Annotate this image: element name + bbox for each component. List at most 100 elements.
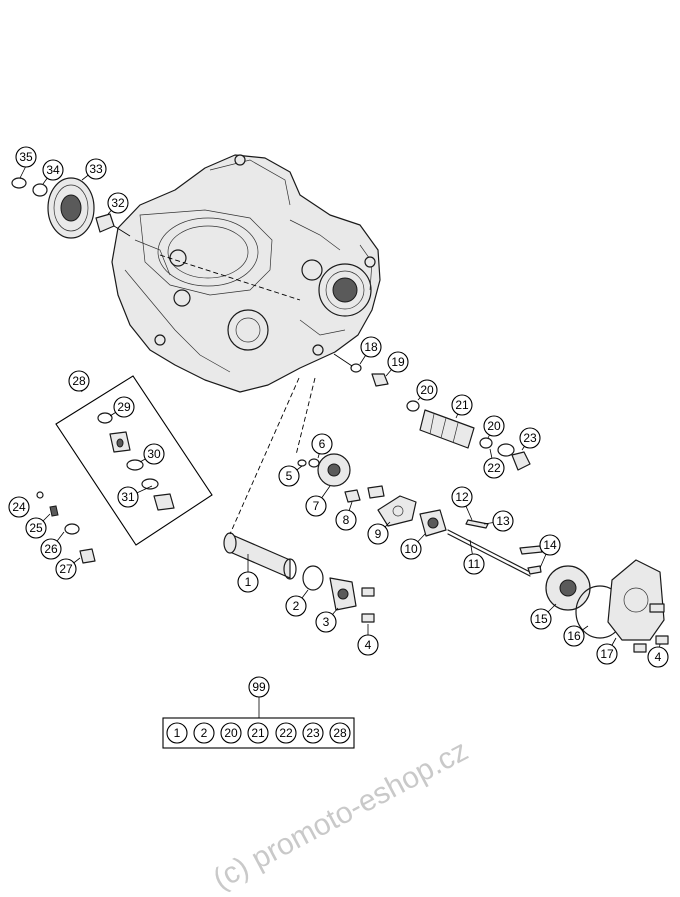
- callout-4: 4: [357, 634, 379, 656]
- callout-23: 23: [519, 427, 541, 449]
- svg-text:12: 12: [455, 490, 469, 504]
- callout-3: 3: [315, 611, 337, 633]
- svg-text:30: 30: [147, 447, 161, 461]
- svg-text:2: 2: [293, 599, 300, 613]
- svg-text:21: 21: [455, 398, 469, 412]
- callout-20b: 20: [483, 415, 505, 437]
- strainer-group-drawing: [223, 532, 375, 623]
- callout-33: 33: [85, 158, 107, 180]
- callout-27: 27: [55, 558, 77, 580]
- callout-29: 29: [113, 396, 135, 418]
- svg-text:99: 99: [252, 680, 266, 694]
- svg-text:23: 23: [306, 726, 320, 740]
- callout-2: 2: [285, 595, 307, 617]
- gear-group-drawing: [11, 177, 131, 239]
- callout-25: 25: [25, 517, 47, 539]
- svg-text:14: 14: [543, 538, 557, 552]
- callout-24: 24: [8, 496, 30, 518]
- svg-text:3: 3: [323, 615, 330, 629]
- callout-16: 16: [563, 625, 585, 647]
- svg-text:13: 13: [496, 514, 510, 528]
- callout-20: 20: [416, 379, 438, 401]
- svg-text:18: 18: [364, 340, 378, 354]
- callout-13: 13: [492, 510, 514, 532]
- callout-26: 26: [40, 538, 62, 560]
- kit-item-22: 22: [275, 722, 297, 744]
- callout-28: 28: [68, 370, 90, 392]
- kit-box: 1 2 20 21 22 23 28: [162, 717, 355, 749]
- svg-text:7: 7: [313, 499, 320, 513]
- svg-text:8: 8: [343, 513, 350, 527]
- svg-text:17: 17: [600, 647, 614, 661]
- callout-4b: 4: [647, 646, 669, 668]
- svg-text:1: 1: [174, 726, 181, 740]
- svg-text:5: 5: [286, 469, 293, 483]
- callout-21: 21: [451, 394, 473, 416]
- crankcase-drawing: [111, 154, 381, 393]
- svg-text:35: 35: [19, 150, 33, 164]
- svg-text:1: 1: [245, 575, 252, 589]
- svg-text:22: 22: [279, 726, 293, 740]
- callout-19: 19: [387, 351, 409, 373]
- svg-text:34: 34: [46, 163, 60, 177]
- callout-30: 30: [143, 443, 165, 465]
- svg-text:23: 23: [523, 431, 537, 445]
- kit-item-28: 28: [329, 722, 351, 744]
- svg-text:6: 6: [319, 437, 326, 451]
- left-parts-drawing: [36, 375, 213, 564]
- callout-22: 22: [483, 457, 505, 479]
- callout-35: 35: [15, 146, 37, 168]
- callout-12: 12: [451, 486, 473, 508]
- callout-99: 99: [248, 676, 270, 698]
- svg-text:20: 20: [420, 383, 434, 397]
- svg-text:4: 4: [365, 638, 372, 652]
- svg-text:10: 10: [404, 542, 418, 556]
- callout-8: 8: [335, 509, 357, 531]
- svg-text:22: 22: [487, 461, 501, 475]
- callout-32: 32: [107, 192, 129, 214]
- svg-text:20: 20: [487, 419, 501, 433]
- svg-text:29: 29: [117, 400, 131, 414]
- svg-text:20: 20: [224, 726, 238, 740]
- callout-10: 10: [400, 538, 422, 560]
- kit-item-1: 1: [166, 722, 188, 744]
- watermark: (c) promoto-eshop.cz: [208, 734, 474, 896]
- callout-34: 34: [42, 159, 64, 181]
- shaft-group-drawing: [333, 353, 531, 471]
- svg-text:33: 33: [89, 162, 103, 176]
- svg-text:21: 21: [251, 726, 265, 740]
- svg-text:28: 28: [333, 726, 347, 740]
- assembly-lines: [159, 254, 316, 535]
- callout-15: 15: [530, 608, 552, 630]
- callout-11: 11: [463, 553, 485, 575]
- svg-text:32: 32: [111, 196, 125, 210]
- svg-text:25: 25: [29, 521, 43, 535]
- oil-pump-drawing: [297, 453, 669, 653]
- svg-text:11: 11: [468, 557, 481, 571]
- svg-text:19: 19: [391, 355, 405, 369]
- callout-18: 18: [360, 336, 382, 358]
- svg-text:24: 24: [12, 500, 26, 514]
- svg-text:26: 26: [44, 542, 58, 556]
- svg-text:2: 2: [201, 726, 208, 740]
- kit-item-2: 2: [193, 722, 215, 744]
- callout-14: 14: [539, 534, 561, 556]
- svg-text:9: 9: [375, 527, 382, 541]
- svg-text:15: 15: [534, 612, 548, 626]
- callout-1: 1: [237, 571, 259, 593]
- callout-5: 5: [278, 465, 300, 487]
- callout-6: 6: [311, 433, 333, 455]
- callout-31: 31: [117, 486, 139, 508]
- callout-9: 9: [367, 523, 389, 545]
- svg-text:27: 27: [59, 562, 73, 576]
- svg-text:31: 31: [121, 490, 135, 504]
- kit-item-23: 23: [302, 722, 324, 744]
- svg-text:16: 16: [567, 629, 581, 643]
- kit-item-20: 20: [220, 722, 242, 744]
- svg-text:4: 4: [655, 650, 662, 664]
- kit-item-21: 21: [247, 722, 269, 744]
- callout-17: 17: [596, 643, 618, 665]
- callout-7: 7: [305, 495, 327, 517]
- svg-text:28: 28: [72, 374, 86, 388]
